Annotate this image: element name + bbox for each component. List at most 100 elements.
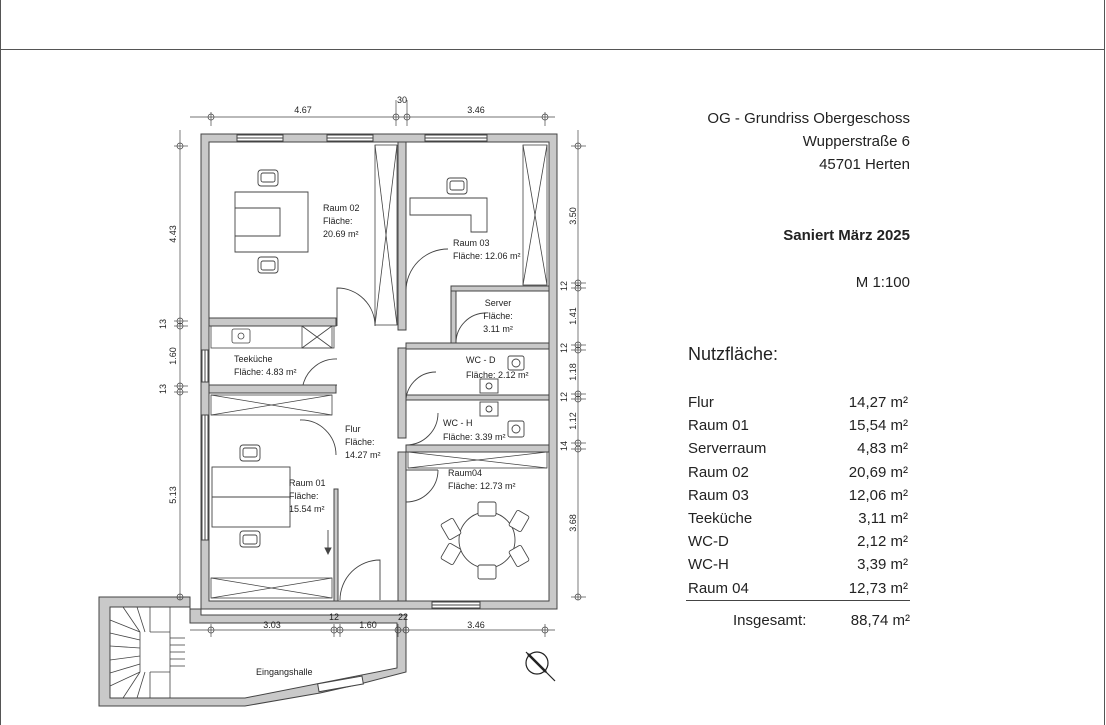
toilet-icon (507, 420, 525, 438)
dim-left-3: 1.60 (168, 347, 178, 365)
windows (201, 134, 488, 609)
row-area: 15,54 m² (848, 417, 908, 435)
table-row: Raum 03 12,06 m² (686, 484, 910, 507)
plan-scale: M 1:100 (855, 274, 910, 291)
dim-left-1: 4.43 (168, 225, 178, 243)
room-wcd-area: Fläche: 2.12 m² (466, 370, 529, 380)
total-label: Insgesamt: (733, 612, 807, 629)
frame-right (1104, 50, 1105, 725)
row-area: 4,83 m² (857, 440, 908, 458)
dim-top-2: 30 (397, 95, 407, 105)
table-row: WC-D 2,12 m² (686, 530, 910, 553)
dim-top-3: 3.46 (467, 105, 485, 115)
room-wch-name: WC - H (443, 418, 473, 428)
stair-icon (109, 606, 185, 699)
dim-right-9: 3.68 (568, 514, 578, 532)
dim-right-4: 12 (559, 343, 569, 353)
row-name: Teeküche (688, 510, 753, 528)
room-raum04-name: Raum04 (448, 468, 482, 478)
row-area: 20,69 m² (848, 463, 908, 481)
dim-right-6: 12 (559, 392, 569, 402)
dim-right-1: 3.50 (568, 207, 578, 225)
table-row: Teeküche 3,11 m² (686, 507, 910, 530)
table-row: Flur 14,27 m² (686, 391, 910, 414)
room-flur-name: Flur (345, 424, 361, 434)
row-name: Raum 04 (686, 576, 813, 601)
room-raum04-area: Fläche: 12.73 m² (448, 481, 516, 491)
row-area: 2,12 m² (857, 533, 908, 551)
toilet-icon (507, 355, 525, 371)
sink-icon (479, 378, 499, 394)
dim-right-2: 12 (559, 281, 569, 291)
room-flur-label: Fläche: (345, 437, 375, 447)
sink-icon (479, 401, 499, 417)
dim-top-1: 4.67 (294, 105, 312, 115)
row-name: Raum 03 (688, 486, 749, 504)
room-raum03-name: Raum 03 (453, 238, 490, 248)
room-server-area: 3.11 m² (483, 324, 513, 334)
frame-left (0, 50, 1, 725)
plan-title: OG - Grundriss Obergeschoss (707, 110, 910, 127)
dim-bottom-5: 3.46 (467, 620, 485, 630)
table-row: Raum 02 20,69 m² (686, 461, 910, 484)
row-area: 14,27 m² (848, 394, 908, 412)
room-raum01-label: Fläche: (289, 491, 319, 501)
office-chair-icon (239, 444, 261, 462)
exterior-walls (200, 133, 558, 610)
dim-bottom-3: 1.60 (359, 620, 377, 630)
office-chair-icon (257, 256, 279, 274)
row-name: Serverraum (688, 440, 767, 458)
dim-right-7: 1.12 (568, 412, 578, 430)
row-area: 3,11 m² (858, 510, 908, 528)
dimension-texts: 4.67 30 3.46 3.03 12 1.60 22 3.46 4.43 1… (158, 95, 578, 630)
room-wcd-name: WC - D (466, 355, 496, 365)
furniture (211, 169, 530, 580)
row-area: 12,73 m² (812, 576, 910, 601)
row-name: WC-H (688, 556, 729, 574)
sink-icon (231, 328, 251, 344)
row-name: WC-D (688, 533, 729, 551)
dim-bottom-2: 12 (329, 612, 339, 622)
address-street: Wupperstraße 6 (802, 133, 910, 150)
room-labels: Raum 02 Fläche: 20.69 m² Raum 03 Fläche:… (234, 203, 529, 677)
dimension-lines (174, 100, 586, 637)
office-chair-icon (239, 530, 261, 548)
room-raum02-label: Fläche: (323, 216, 353, 226)
desk-icon (234, 191, 309, 253)
dim-left-2: 13 (158, 319, 168, 329)
row-name: Flur (688, 394, 714, 412)
dim-right-3: 1.41 (568, 307, 578, 325)
room-raum03-area: Fläche: 12.06 m² (453, 251, 521, 261)
room-server-name: Server (485, 298, 512, 308)
desk-icon (409, 197, 488, 233)
dim-bottom-4: 22 (398, 612, 408, 622)
table-row: Serverraum 4,83 m² (686, 437, 910, 460)
row-name: Raum 02 (688, 463, 749, 481)
address-city: 45701 Herten (819, 156, 910, 173)
room-raum01-name: Raum 01 (289, 478, 326, 488)
room-raum02-area: 20.69 m² (323, 229, 359, 239)
dim-right-8: 14 (559, 441, 569, 451)
office-chair-icon (446, 177, 468, 195)
usable-area-title: Nutzfläche: (688, 344, 779, 364)
title-band (0, 0, 1105, 50)
room-server-label: Fläche: (483, 311, 513, 321)
room-flur-area: 14.27 m² (345, 450, 381, 460)
round-table-icon (440, 501, 530, 580)
dim-left-5: 5.13 (168, 486, 178, 504)
north-arrow-icon (525, 651, 556, 682)
room-teekueche-area: Fläche: 4.83 m² (234, 367, 297, 377)
room-wch-area: Fläche: 3.39 m² (443, 432, 506, 442)
room-entrance-name: Eingangshalle (256, 667, 313, 677)
dim-right-5: 1.18 (568, 363, 578, 381)
room-raum02-name: Raum 02 (323, 203, 360, 213)
dim-bottom-1: 3.03 (263, 620, 281, 630)
renovation-status: Saniert März 2025 (783, 227, 910, 244)
room-raum01-area: 15.54 m² (289, 504, 325, 514)
row-area: 12,06 m² (848, 486, 908, 504)
